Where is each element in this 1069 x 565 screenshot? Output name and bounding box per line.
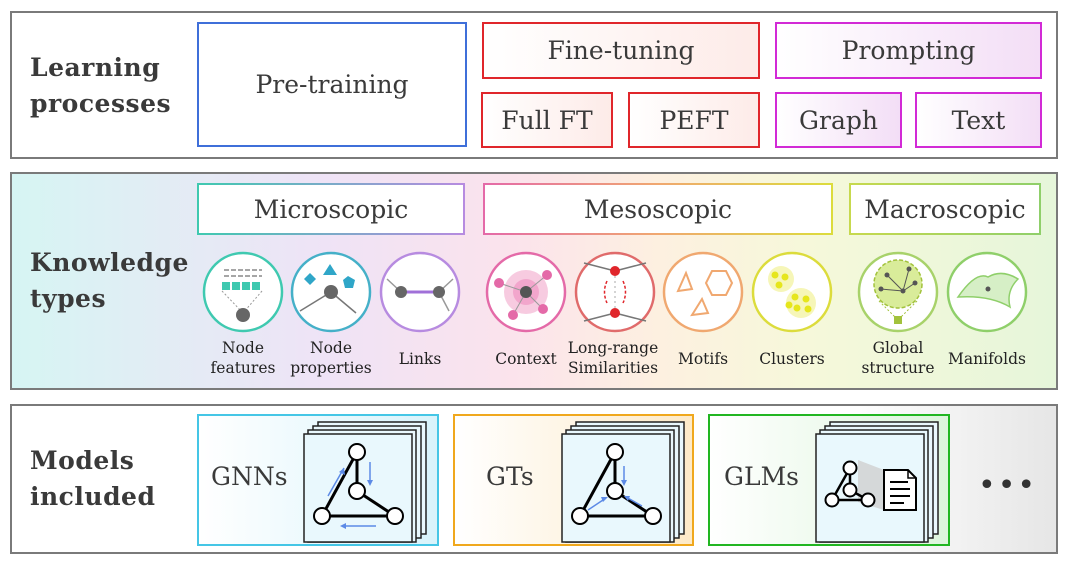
pretraining-box: Pre-training [197, 22, 467, 147]
motifs-caption: Motifs [677, 350, 729, 368]
prompting-box: Prompting [775, 22, 1042, 79]
links-caption: Links [398, 350, 442, 368]
graph-prompt-box: Graph [775, 92, 902, 148]
node-properties-icon [290, 251, 372, 333]
gnns-label: GNNs [211, 462, 288, 491]
learning-processes-label: Learning processes [30, 53, 172, 118]
peft-box: PEFT [628, 92, 760, 148]
full-ft-box: Full FT [481, 92, 613, 148]
pretraining-label: Pre-training [255, 70, 409, 99]
microscopic-label: Microscopic [253, 194, 409, 224]
global-structure-icon [857, 251, 939, 333]
graph-prompt-label: Graph [799, 105, 878, 135]
clusters-caption: Clusters [759, 350, 825, 368]
microscopic-box: Microscopic [197, 183, 465, 235]
finetuning-box: Fine-tuning [482, 22, 760, 79]
peft-label: PEFT [659, 105, 729, 135]
text-prompt-label: Text [951, 105, 1006, 135]
context-caption: Context [495, 350, 557, 368]
long-range-similarities-icon [574, 251, 656, 333]
clusters-icon [751, 251, 833, 333]
links-icon [379, 251, 461, 333]
glms-label: GLMs [724, 462, 799, 491]
full-ft-label: Full FT [501, 105, 593, 135]
gts-label: GTs [486, 462, 534, 491]
knowledge-types-label: Knowledge types [30, 248, 189, 313]
mesoscopic-label: Mesoscopic [583, 194, 733, 224]
glm-graph-document-icon [815, 421, 939, 543]
models-included-label: Models included [30, 446, 156, 511]
macroscopic-box: Macroscopic [849, 183, 1041, 235]
text-prompt-box: Text [915, 92, 1042, 148]
more-models-ellipsis: ••• [978, 468, 1038, 503]
context-icon [485, 251, 567, 333]
motifs-icon [662, 251, 744, 333]
manifolds-caption: Manifolds [948, 350, 1026, 368]
gnn-graph-icon [303, 421, 427, 543]
prompting-label: Prompting [841, 36, 976, 65]
gt-graph-icon [561, 421, 685, 543]
mesoscopic-box: Mesoscopic [483, 183, 833, 235]
manifolds-icon [946, 251, 1028, 333]
finetuning-label: Fine-tuning [547, 36, 695, 65]
node-features-icon [202, 251, 284, 333]
macroscopic-label: Macroscopic [864, 194, 1026, 224]
